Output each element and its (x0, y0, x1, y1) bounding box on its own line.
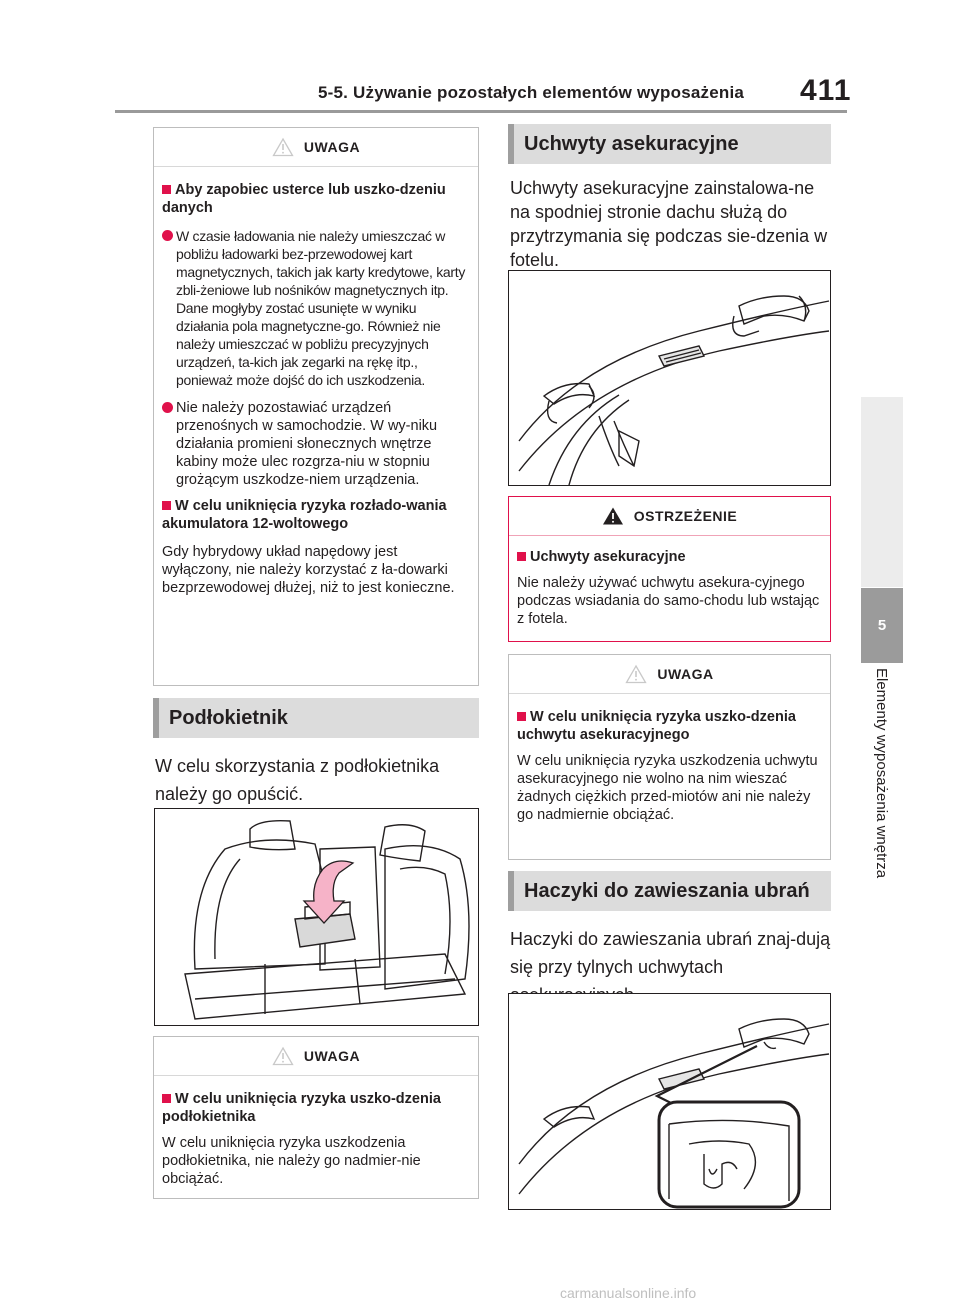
warning-icon (602, 507, 623, 525)
bullet-text: Nie należy pozostawiać urządzeń przenośn… (176, 400, 438, 488)
subheading-text: W celu uniknięcia ryzyka uszko-dzenia po… (162, 1091, 441, 1125)
armrest-illustration (154, 808, 479, 1026)
caution-title: UWAGA (303, 1048, 361, 1064)
bullet-magnetic-cards: W czasie ładowania nie należy umieszczać… (162, 227, 470, 389)
heading-armrest: Podłokietnik (153, 698, 479, 738)
header-rule (115, 110, 847, 113)
red-square-marker (517, 552, 526, 561)
caution-box-header: UWAGA (154, 128, 478, 167)
caution-icon (625, 664, 648, 684)
caution-title: UWAGA (657, 666, 714, 682)
red-square-marker (162, 185, 171, 194)
watermark: carmanualsonline.info (560, 1285, 697, 1301)
caution-box-grips: UWAGA W celu uniknięcia ryzyka uszko-dze… (508, 654, 831, 860)
caution-icon (272, 137, 294, 157)
warning-box-grips: OSTRZEŻENIE Uchwyty asekuracyjne Nie nal… (508, 496, 831, 642)
heading-coat-hooks: Haczyki do zawieszania ubrań (508, 871, 831, 911)
subheading-text: W celu uniknięcia ryzyka rozłado-wania a… (162, 498, 447, 532)
caution-box-header: UWAGA (509, 655, 830, 694)
red-bullet (162, 230, 173, 241)
section-title: 5-5. Używanie pozostałych elementów wypo… (318, 83, 745, 102)
chapter-number-tab[interactable]: 5 (861, 588, 903, 663)
chapter-title-vertical: Elementy wyposażenia wnętrza (873, 668, 895, 928)
roof-hooks-drawing (518, 1018, 830, 1209)
coat-hooks-illustration (508, 993, 831, 1210)
red-square-marker (517, 712, 526, 721)
caution-icon (272, 1046, 294, 1066)
armrest-description: W celu skorzystania z podłokietnika nale… (155, 756, 440, 804)
side-tab-top (861, 397, 903, 587)
chapter-title-text: Elementy wyposażenia wnętrza (873, 668, 890, 879)
subheading-text: Aby zapobiec usterce lub uszko-dzeniu da… (162, 182, 446, 216)
caution-title: UWAGA (303, 139, 361, 155)
paragraph-armrest-load: W celu uniknięcia ryzyka uszkodzenia pod… (162, 1135, 421, 1187)
subheading-text: Uchwyty asekuracyjne (530, 549, 686, 565)
warning-box-header: OSTRZEŻENIE (509, 497, 830, 536)
red-bullet (162, 402, 173, 413)
subheading-grip-damage: W celu uniknięcia ryzyka uszko-dzenia uc… (517, 708, 822, 744)
page-number: 411 (800, 74, 852, 107)
red-square-marker (162, 1094, 171, 1103)
caution-box-header: UWAGA (154, 1037, 478, 1076)
subheading-grips-warning: Uchwyty asekuracyjne (517, 548, 822, 566)
subheading-text: W celu uniknięcia ryzyka uszko-dzenia uc… (517, 709, 796, 743)
caution-box-charger: UWAGA Aby zapobiec usterce lub uszko-dze… (153, 127, 479, 686)
warning-title: OSTRZEŻENIE (633, 508, 738, 524)
subheading-data-damage: Aby zapobiec usterce lub uszko-dzeniu da… (162, 181, 470, 217)
paragraph-grip-load: W celu uniknięcia ryzyka uszkodzenia uch… (517, 753, 818, 823)
caution-box-armrest: UWAGA W celu uniknięcia ryzyka uszko-dze… (153, 1036, 479, 1199)
rear-seat-armrest-drawing (184, 819, 470, 1020)
paragraph-battery: Gdy hybrydowy układ napędowy jest wyłącz… (162, 544, 455, 596)
red-square-marker (162, 501, 171, 510)
assist-grips-description: Uchwyty asekuracyjne zainstalowa-ne na s… (510, 178, 828, 270)
assist-grips-illustration (508, 270, 831, 486)
subheading-battery: W celu uniknięcia ryzyka rozłado-wania a… (162, 497, 470, 533)
paragraph-grips-warning: Nie należy używać uchwytu asekura-cyjneg… (517, 575, 820, 627)
roof-grips-drawing (518, 295, 830, 485)
bullet-text: W czasie ładowania nie należy umieszczać… (176, 228, 466, 388)
subheading-armrest-damage: W celu uniknięcia ryzyka uszko-dzenia po… (162, 1090, 470, 1126)
heading-assist-grips: Uchwyty asekuracyjne (508, 124, 831, 164)
bullet-portable-devices: Nie należy pozostawiać urządzeń przenośn… (162, 399, 470, 489)
